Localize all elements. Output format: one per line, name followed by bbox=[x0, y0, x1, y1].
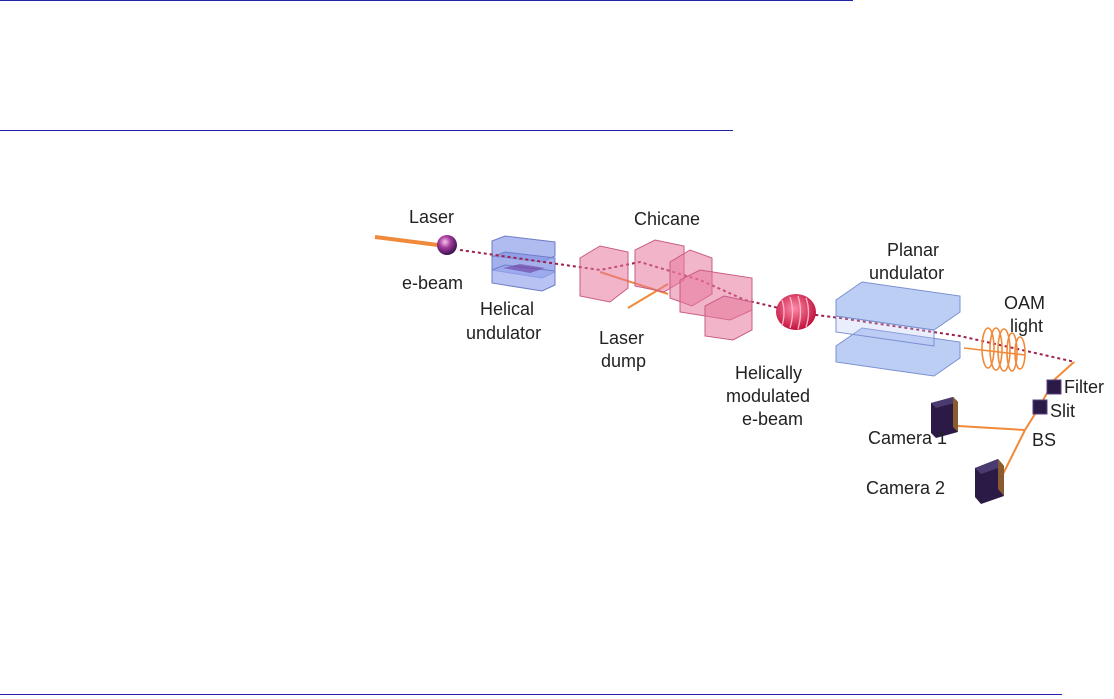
label-camera-2: Camera 2 bbox=[866, 478, 945, 498]
top-rule-1 bbox=[0, 0, 853, 1]
slit-element bbox=[1032, 399, 1048, 415]
label-oam-1: OAM bbox=[1004, 293, 1045, 313]
label-helically-modulated-2: modulated bbox=[726, 386, 810, 406]
bottom-rule bbox=[0, 694, 1062, 695]
chicane bbox=[579, 239, 753, 341]
helical-undulator bbox=[491, 235, 556, 292]
camera-1 bbox=[931, 397, 958, 438]
laser-beam-incoming bbox=[374, 235, 439, 247]
modulated-ebeam-bunch bbox=[776, 294, 816, 330]
label-planar-undulator-2: undulator bbox=[869, 263, 944, 283]
planar-undulator bbox=[835, 281, 961, 377]
oam-light-spiral bbox=[963, 327, 1026, 372]
label-slit: Slit bbox=[1050, 401, 1075, 421]
label-laser-dump-1: Laser bbox=[599, 328, 644, 348]
label-laser: Laser bbox=[409, 207, 454, 227]
label-helically-modulated-3: e-beam bbox=[742, 409, 803, 429]
label-laser-dump-2: dump bbox=[601, 351, 646, 371]
filter-element bbox=[1046, 379, 1062, 395]
label-helical-undulator-2: undulator bbox=[466, 323, 541, 343]
label-bs: BS bbox=[1032, 430, 1056, 450]
beam-to-camera1 bbox=[957, 425, 1026, 431]
top-rule-2 bbox=[0, 130, 733, 131]
label-ebeam: e-beam bbox=[402, 273, 463, 293]
camera-2 bbox=[975, 459, 1004, 504]
label-planar-undulator-1: Planar bbox=[887, 240, 939, 260]
label-chicane: Chicane bbox=[634, 209, 700, 229]
label-helically-modulated-1: Helically bbox=[735, 363, 802, 383]
label-helical-undulator-1: Helical bbox=[480, 299, 534, 319]
output-beam-path bbox=[999, 361, 1075, 481]
label-filter: Filter bbox=[1064, 377, 1104, 397]
label-camera-1: Camera 1 bbox=[868, 428, 947, 448]
label-oam-2: light bbox=[1010, 316, 1043, 336]
laser-sphere bbox=[437, 235, 457, 255]
